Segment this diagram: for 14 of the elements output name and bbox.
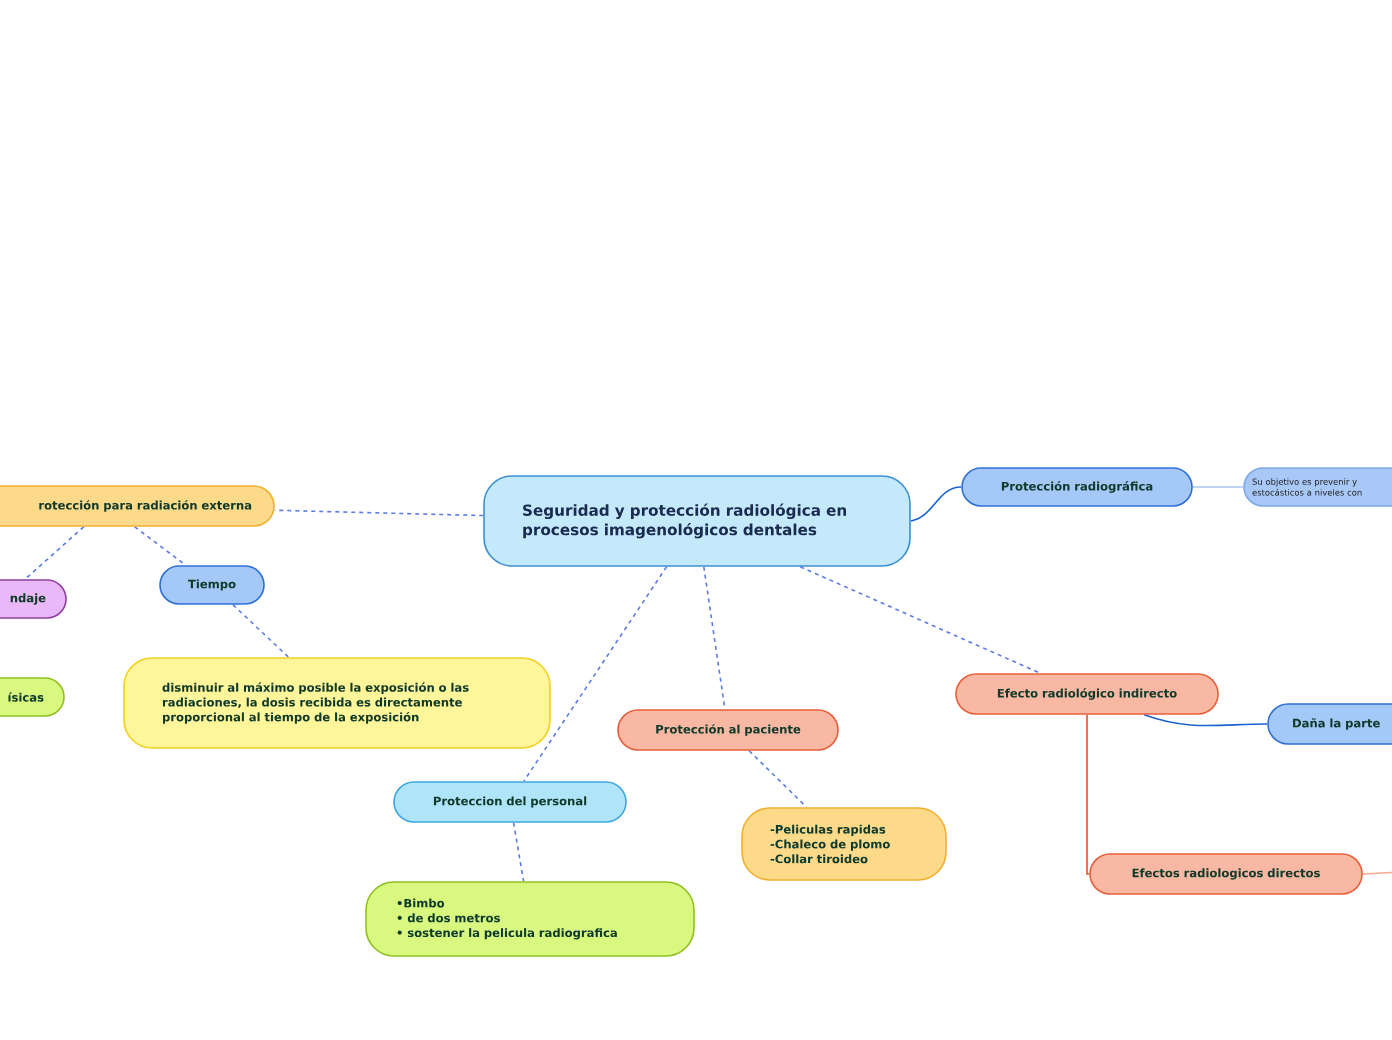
- connector-line: [274, 509, 484, 517]
- connector-line: [232, 604, 290, 658]
- connector-line: [748, 750, 808, 808]
- connector-line: [1086, 714, 1090, 875]
- connector-line: [1192, 486, 1244, 488]
- connector-line: [523, 566, 668, 782]
- connector-line: [799, 566, 1041, 674]
- connector-line: [133, 526, 187, 566]
- connector-line: [703, 566, 726, 710]
- connector-line: [910, 486, 962, 522]
- connector-line: [512, 822, 525, 882]
- connector-line: [1143, 714, 1268, 727]
- connector-line: [1362, 871, 1392, 875]
- connector-line: [24, 526, 85, 580]
